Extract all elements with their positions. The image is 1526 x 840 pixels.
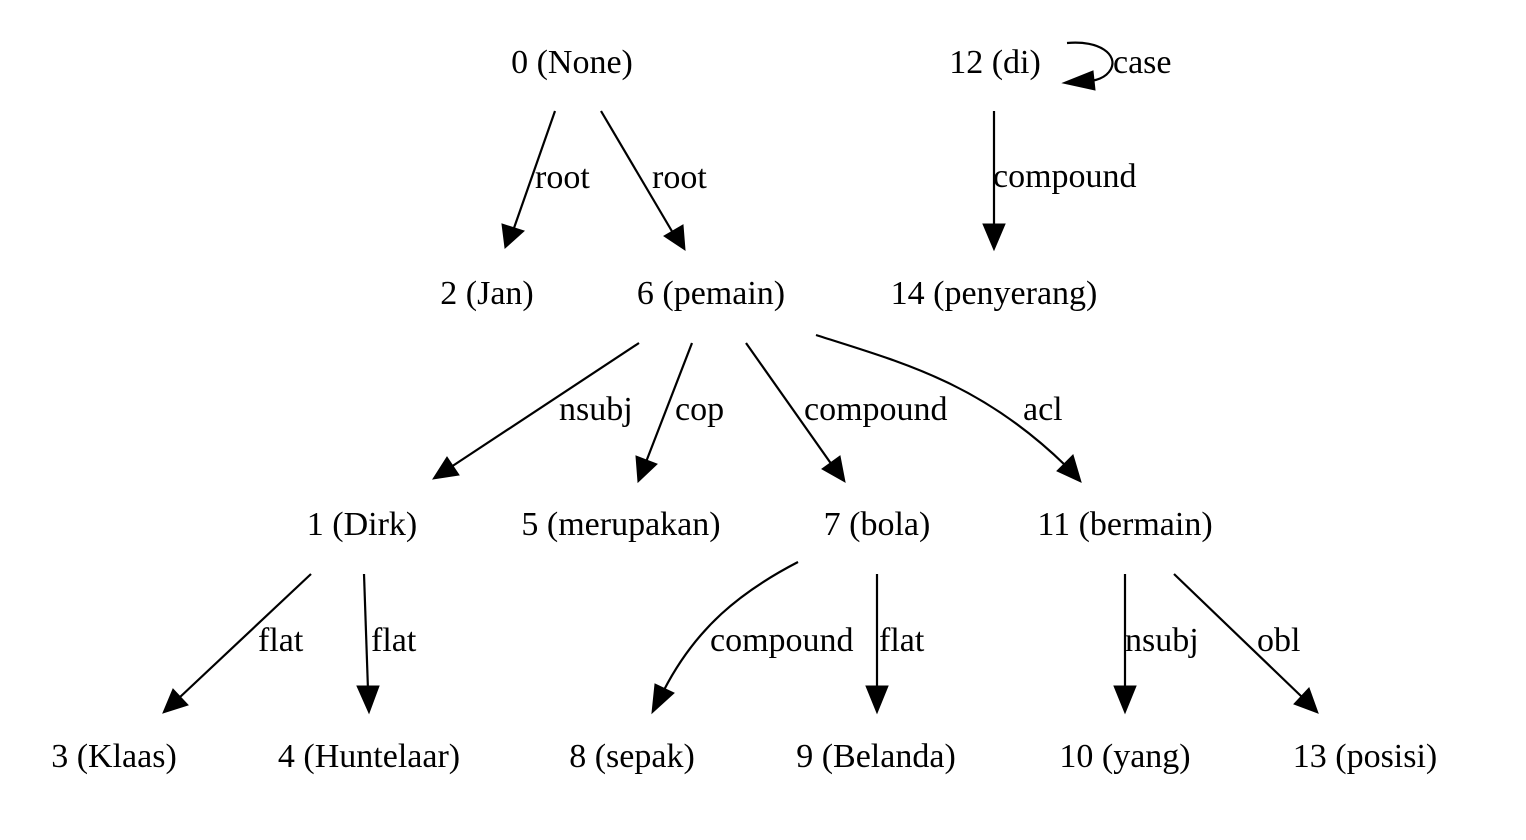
edge-0-6-line [600,110,674,234]
edge-1-4-line [362,573,370,691]
edge-12-12: case [1061,41,1172,91]
edge-6-1-label: nsubj [559,391,633,428]
edge-6-7: compound [745,342,948,483]
edge-6-11-arrowhead [1056,454,1082,483]
edge-0-6: root [600,110,707,251]
edge-11-10-label: nsubj [1125,622,1199,659]
edge-12-14: compound [982,111,1137,252]
edge-7-8-label: compound [710,622,854,659]
node-11: 11 (bermain) [1037,506,1212,543]
edge-0-2-arrowhead [501,223,525,250]
edges: root root case compound nsubj [162,41,1319,715]
edge-11-10: nsubj [1113,574,1199,715]
edge-0-6-label: root [652,159,707,196]
edge-12-12-arrowhead [1061,70,1096,91]
edge-6-1: nsubj [431,342,640,480]
node-10: 10 (yang) [1059,738,1190,775]
node-1: 1 (Dirk) [307,506,417,543]
edge-11-10-arrowhead [1113,685,1137,715]
node-14: 14 (penyerang) [891,275,1098,312]
node-4: 4 (Huntelaar) [278,738,460,775]
edge-6-1-line [450,342,640,468]
node-6: 6 (pemain) [637,275,785,312]
edge-6-11: acl [815,333,1082,483]
edge-1-3-label: flat [258,622,304,659]
edge-11-13-label: obl [1257,622,1300,659]
edge-1-4-label: flat [371,622,417,659]
edge-6-7-label: compound [804,391,948,428]
edge-1-3: flat [162,573,312,714]
edge-6-5: cop [635,342,724,484]
edge-11-13-line [1173,573,1303,698]
edge-0-6-arrowhead [663,224,686,251]
edge-6-5-label: cop [675,391,724,428]
edge-0-2: root [501,110,590,250]
node-7: 7 (bola) [824,506,931,543]
edge-12-14-label: compound [993,158,1137,195]
edge-7-8-arrowhead [651,683,675,715]
edge-6-5-line [644,342,694,463]
edge-6-7-arrowhead [821,455,846,483]
node-9: 9 (Belanda) [796,738,956,775]
edge-6-7-line [745,342,833,466]
edge-7-9-arrowhead [865,685,889,715]
node-13: 13 (posisi) [1293,738,1438,775]
edge-0-2-label: root [535,159,590,196]
node-0: 0 (None) [511,44,633,81]
edge-7-9-label: flat [879,622,925,659]
edge-6-1-arrowhead [431,456,460,480]
node-3: 3 (Klaas) [51,738,177,775]
node-5: 5 (merupakan) [521,506,720,543]
nodes: 0 (None) 12 (di) 2 (Jan) 6 (pemain) 14 (… [51,44,1437,775]
edge-12-14-arrowhead [982,223,1006,252]
edge-7-8: compound [651,561,854,715]
edge-7-9: flat [865,574,925,715]
edge-1-4: flat [356,573,417,715]
node-12: 12 (di) [949,44,1041,81]
edge-1-3-line [178,573,312,699]
node-2: 2 (Jan) [440,275,533,312]
node-8: 8 (sepak) [569,738,695,775]
edge-1-4-arrowhead [356,685,380,715]
edge-12-12-label: case [1113,44,1172,81]
edge-0-2-line [512,110,557,229]
edge-11-13: obl [1173,573,1319,714]
edge-7-8-line [663,561,799,691]
edge-6-11-line [815,333,1067,467]
edge-11-13-arrowhead [1293,687,1319,714]
edge-6-11-label: acl [1023,391,1063,428]
edge-1-3-arrowhead [162,688,189,714]
edge-6-5-arrowhead [635,455,658,484]
